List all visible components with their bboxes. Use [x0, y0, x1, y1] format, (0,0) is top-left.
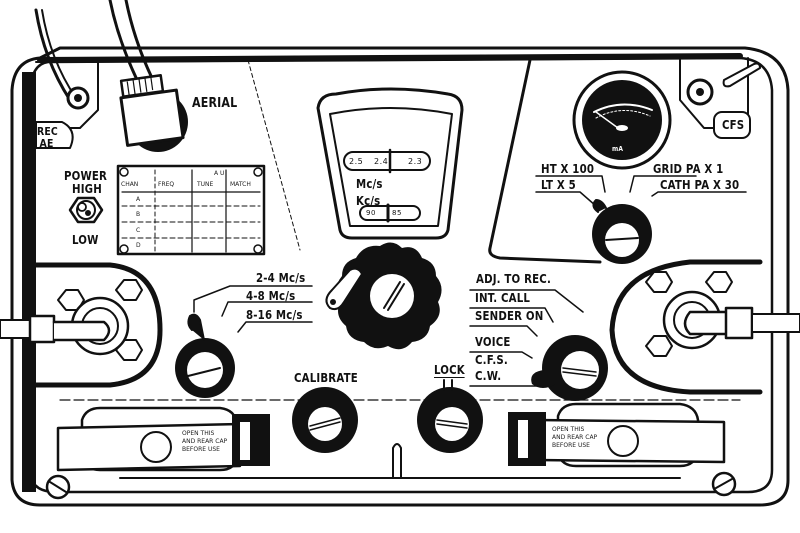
center-panel-left-edge [247, 59, 301, 251]
lock-knob[interactable] [417, 379, 483, 453]
kc-tick-2: 85 [392, 209, 402, 217]
left-connector-recess [33, 262, 163, 388]
right-coax-connector [645, 271, 800, 357]
power-toggle-switch[interactable] [68, 196, 104, 224]
kc-scale [359, 205, 421, 221]
band-option-3: 8-16 Mc/s [246, 308, 303, 322]
meter-option-cath-pa: CATH PA X 30 [660, 178, 740, 192]
mc-unit-label: Mc/s [356, 177, 383, 191]
meter-option-lt: LT X 5 [541, 178, 576, 192]
cfs-label-plate [713, 111, 751, 139]
right-latch[interactable] [508, 402, 726, 468]
kc-tick-1: 90 [366, 209, 376, 217]
card-row-a: A [136, 196, 141, 203]
left-latch-text: OPEN THIS AND REAR CAP BEFORE USE [182, 430, 227, 454]
calibrate-knob[interactable] [292, 387, 358, 453]
rec-ae-label-line1: REC [37, 125, 58, 138]
left-latch[interactable] [56, 406, 270, 472]
right-latch-text: OPEN THIS AND REAR CAP BEFORE USE [552, 426, 597, 450]
meter-needle [595, 111, 619, 129]
meter-gauge [572, 70, 672, 170]
channel-card [116, 164, 266, 256]
top-rail [37, 53, 743, 63]
band-option-1: 2-4 Mc/s [256, 271, 306, 285]
left-latch-text-line1: OPEN THIS [182, 430, 215, 437]
card-col-match: MATCH [230, 181, 251, 188]
cfs-mount [679, 57, 749, 129]
rec-ae-cable [34, 8, 72, 102]
card-col-freq: FREQ [158, 181, 175, 188]
mode-option-adj-to-rec: ADJ. TO REC. [476, 272, 551, 286]
mc-tick-2: 2.4 [374, 157, 389, 166]
band-leader-lines [193, 285, 313, 333]
left-latch-text-line3: BEFORE USE [182, 446, 220, 453]
left-latch-text-line2: AND REAR CAP [182, 438, 228, 445]
meter-switch-knob[interactable] [592, 199, 652, 264]
center-notch [392, 443, 402, 479]
rec-ae-label-plate [35, 121, 74, 149]
mc-tick-1: 2.5 [349, 157, 364, 166]
rec-ae-label-line2: AE [39, 137, 54, 150]
mode-option-voice: VOICE [475, 335, 511, 349]
power-label: POWER [64, 169, 108, 183]
card-col-tune: TUNE [197, 181, 214, 188]
screw-bottom-left [45, 474, 71, 500]
card-group-header: A U [214, 170, 225, 177]
meter-unit-label: mA [612, 145, 624, 153]
meter-leader-lines [535, 175, 747, 207]
tuning-dial-window [316, 87, 464, 240]
right-connector-recess [609, 259, 763, 395]
aerial-cable [108, 0, 140, 84]
right-latch-text-line3: BEFORE USE [552, 442, 590, 449]
mode-option-cw: C.W. [475, 369, 502, 383]
right-latch-text-line2: AND REAR CAP [552, 434, 598, 441]
mode-option-sender-on: SENDER ON [475, 309, 544, 323]
case-outer-frame [10, 46, 790, 507]
cfs-lever [722, 62, 761, 88]
aerial-plug-body [119, 88, 185, 147]
card-row-c: C [136, 227, 141, 234]
cfs-label: CFS [722, 118, 745, 132]
mc-tick-3: 2.3 [408, 157, 423, 166]
card-col-chan: CHAN [121, 181, 139, 188]
main-tuning-knob[interactable] [325, 242, 442, 350]
rec-ae-label: REC AE [37, 126, 58, 150]
screw-bottom-right [711, 471, 737, 497]
left-rail [22, 72, 36, 492]
right-panel-edge [488, 58, 602, 264]
card-row-d: D [136, 242, 141, 249]
power-high-label: HIGH [72, 182, 102, 196]
mode-option-cfs: C.F.S. [475, 353, 508, 367]
kc-unit-label: Kc/s [356, 194, 381, 208]
card-row-b: B [136, 211, 141, 218]
band-option-2: 4-8 Mc/s [246, 289, 296, 303]
aerial-label: AERIAL [192, 96, 238, 111]
right-latch-text-line1: OPEN THIS [552, 426, 585, 433]
lock-label: LOCK [434, 363, 465, 378]
calibrate-label: CALIBRATE [294, 371, 358, 385]
meter-option-grid-pa: GRID PA X 1 [653, 162, 724, 176]
mc-scale [343, 151, 431, 171]
left-coax-connector [0, 279, 143, 361]
band-switch-knob[interactable] [175, 313, 235, 398]
mode-switch-knob[interactable] [531, 335, 608, 401]
meter-option-ht: HT X 100 [541, 162, 595, 176]
mode-leader-lines [469, 289, 584, 387]
power-low-label: LOW [72, 233, 99, 247]
mode-option-int-call: INT. CALL [475, 291, 531, 305]
